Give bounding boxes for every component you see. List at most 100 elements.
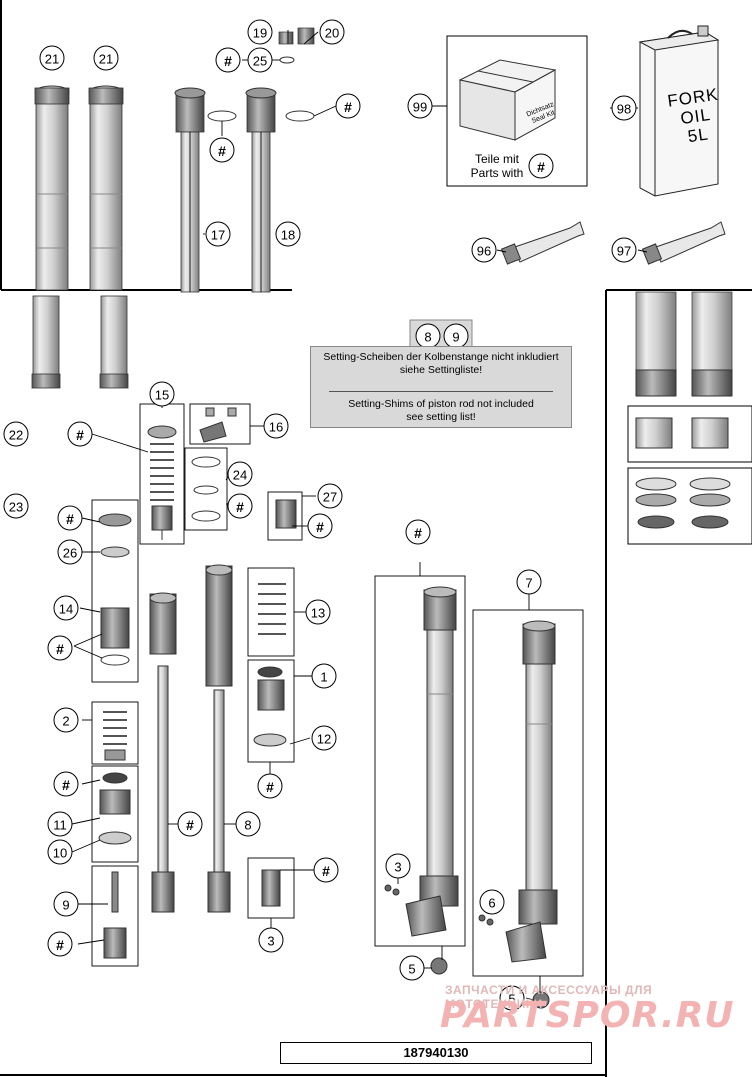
callout-8: 8 <box>235 811 261 837</box>
callout-hash: # <box>335 93 361 119</box>
callout-16: 16 <box>263 413 289 439</box>
callout-circle <box>311 663 337 689</box>
callout-label: 23 <box>9 500 23 515</box>
callout-circle <box>313 857 339 883</box>
callout-label: # <box>266 779 274 795</box>
outer-tube-21-left <box>31 85 70 389</box>
callout-label: 5 <box>508 992 515 1007</box>
callout-circle <box>611 237 637 263</box>
callout-hash: # <box>257 773 283 799</box>
callout-hash: # <box>53 771 79 797</box>
callout-hash: # <box>227 493 253 519</box>
callout-circle <box>611 95 637 121</box>
callout-hash: # <box>209 137 235 163</box>
grease-tube-97 <box>641 221 726 265</box>
callout-circle <box>53 771 79 797</box>
callout-96: 96 <box>471 237 497 263</box>
callout-label: 11 <box>53 818 67 833</box>
callout-5: 5 <box>499 985 525 1011</box>
callout-circle <box>205 221 231 247</box>
callout-circle <box>399 955 425 981</box>
callout-12: 12 <box>311 725 337 751</box>
callout-label: 14 <box>59 602 73 617</box>
callout-label: 16 <box>269 420 283 435</box>
callout-9: 9 <box>53 891 79 917</box>
callout-label: # <box>322 863 330 879</box>
callout-circle <box>67 421 93 447</box>
callout-11: 11 <box>47 811 73 837</box>
callout-label: # <box>56 641 64 657</box>
callout-24: 24 <box>227 461 253 487</box>
callout-label: 9 <box>62 898 69 913</box>
callout-label: # <box>66 511 74 527</box>
callout-8: 8 <box>415 323 441 349</box>
callout-label: 3 <box>394 860 401 875</box>
callout-circle <box>47 635 73 661</box>
callout-25: 25 <box>247 47 273 73</box>
damper-rod-9 <box>205 564 233 913</box>
callout-circle <box>305 599 331 625</box>
callout-18: 18 <box>275 221 301 247</box>
callout-label: 20 <box>325 26 339 41</box>
valve-stacks <box>98 499 297 959</box>
callout-label: 3 <box>267 934 274 949</box>
callout-19: 19 <box>247 19 273 45</box>
callout-circle <box>311 725 337 751</box>
callout-22: 22 <box>3 421 29 447</box>
callout-20: 20 <box>319 19 345 45</box>
callout-21: 21 <box>39 45 65 71</box>
setting-note: Setting-Scheiben der Kolbenstange nicht … <box>310 346 572 428</box>
cartridge-15 <box>147 425 177 540</box>
callout-26: 26 <box>57 539 83 565</box>
callout-circle <box>319 19 345 45</box>
screw-plugs-19-20 <box>278 27 315 45</box>
outer-tube-21-right <box>88 85 129 389</box>
callout-circle <box>227 461 253 487</box>
callout-label: 21 <box>45 52 59 67</box>
callout-circle <box>215 47 241 73</box>
callout-circle <box>516 569 542 595</box>
callout-label: 25 <box>253 54 267 69</box>
callout-label: 7 <box>525 576 532 591</box>
callout-label: 21 <box>99 52 113 67</box>
callout-7: 7 <box>516 569 542 595</box>
tube-17 <box>174 87 206 293</box>
callout-hash: # <box>47 635 73 661</box>
seal-kit-parts-with: Teile mit Parts with <box>466 152 528 180</box>
callout-14: 14 <box>53 595 79 621</box>
note-en-line-2: see setting list! <box>406 411 476 423</box>
callout-label: # <box>62 777 70 793</box>
callout-99: 99 <box>407 93 433 119</box>
callout-3: 3 <box>258 927 284 953</box>
callout-circle <box>247 19 273 45</box>
callout-label: 9 <box>452 330 459 345</box>
bolts-3 <box>384 884 494 926</box>
callout-hash: # <box>177 811 203 837</box>
callout-circle <box>258 927 284 953</box>
fork-oil-line-3: 5L <box>686 124 710 147</box>
note-en-line-1: Setting-Shims of piston rod not included <box>348 398 534 410</box>
callout-hash: # <box>57 505 83 531</box>
callout-circle <box>47 931 73 957</box>
callout-label: 8 <box>244 818 251 833</box>
callout-hash: # <box>313 857 339 883</box>
callout-circle <box>235 811 261 837</box>
callout-circle <box>317 483 343 509</box>
fork-leg-1 <box>405 586 459 975</box>
callout-hash: # <box>67 421 93 447</box>
damper-rod-8 <box>149 592 177 913</box>
note-de-line-1: Setting-Scheiben der Kolbenstange nicht … <box>323 351 559 363</box>
callout-circle <box>479 889 505 915</box>
callout-circle <box>3 421 29 447</box>
callout-label: 12 <box>317 732 331 747</box>
callout-circle <box>53 707 79 733</box>
callout-label: # <box>56 937 64 953</box>
right-partial-tubes <box>627 291 752 545</box>
callout-circle <box>405 519 431 545</box>
callout-circle <box>53 595 79 621</box>
callout-label: # <box>537 159 545 175</box>
fork-oil-can <box>638 25 720 197</box>
watermark-tagline: ЗАПЧАСТИ И АКСЕССУАРЫ ДЛЯ МОТОТЕХНИКИ <box>445 983 653 1011</box>
callout-label: 2 <box>62 714 69 729</box>
